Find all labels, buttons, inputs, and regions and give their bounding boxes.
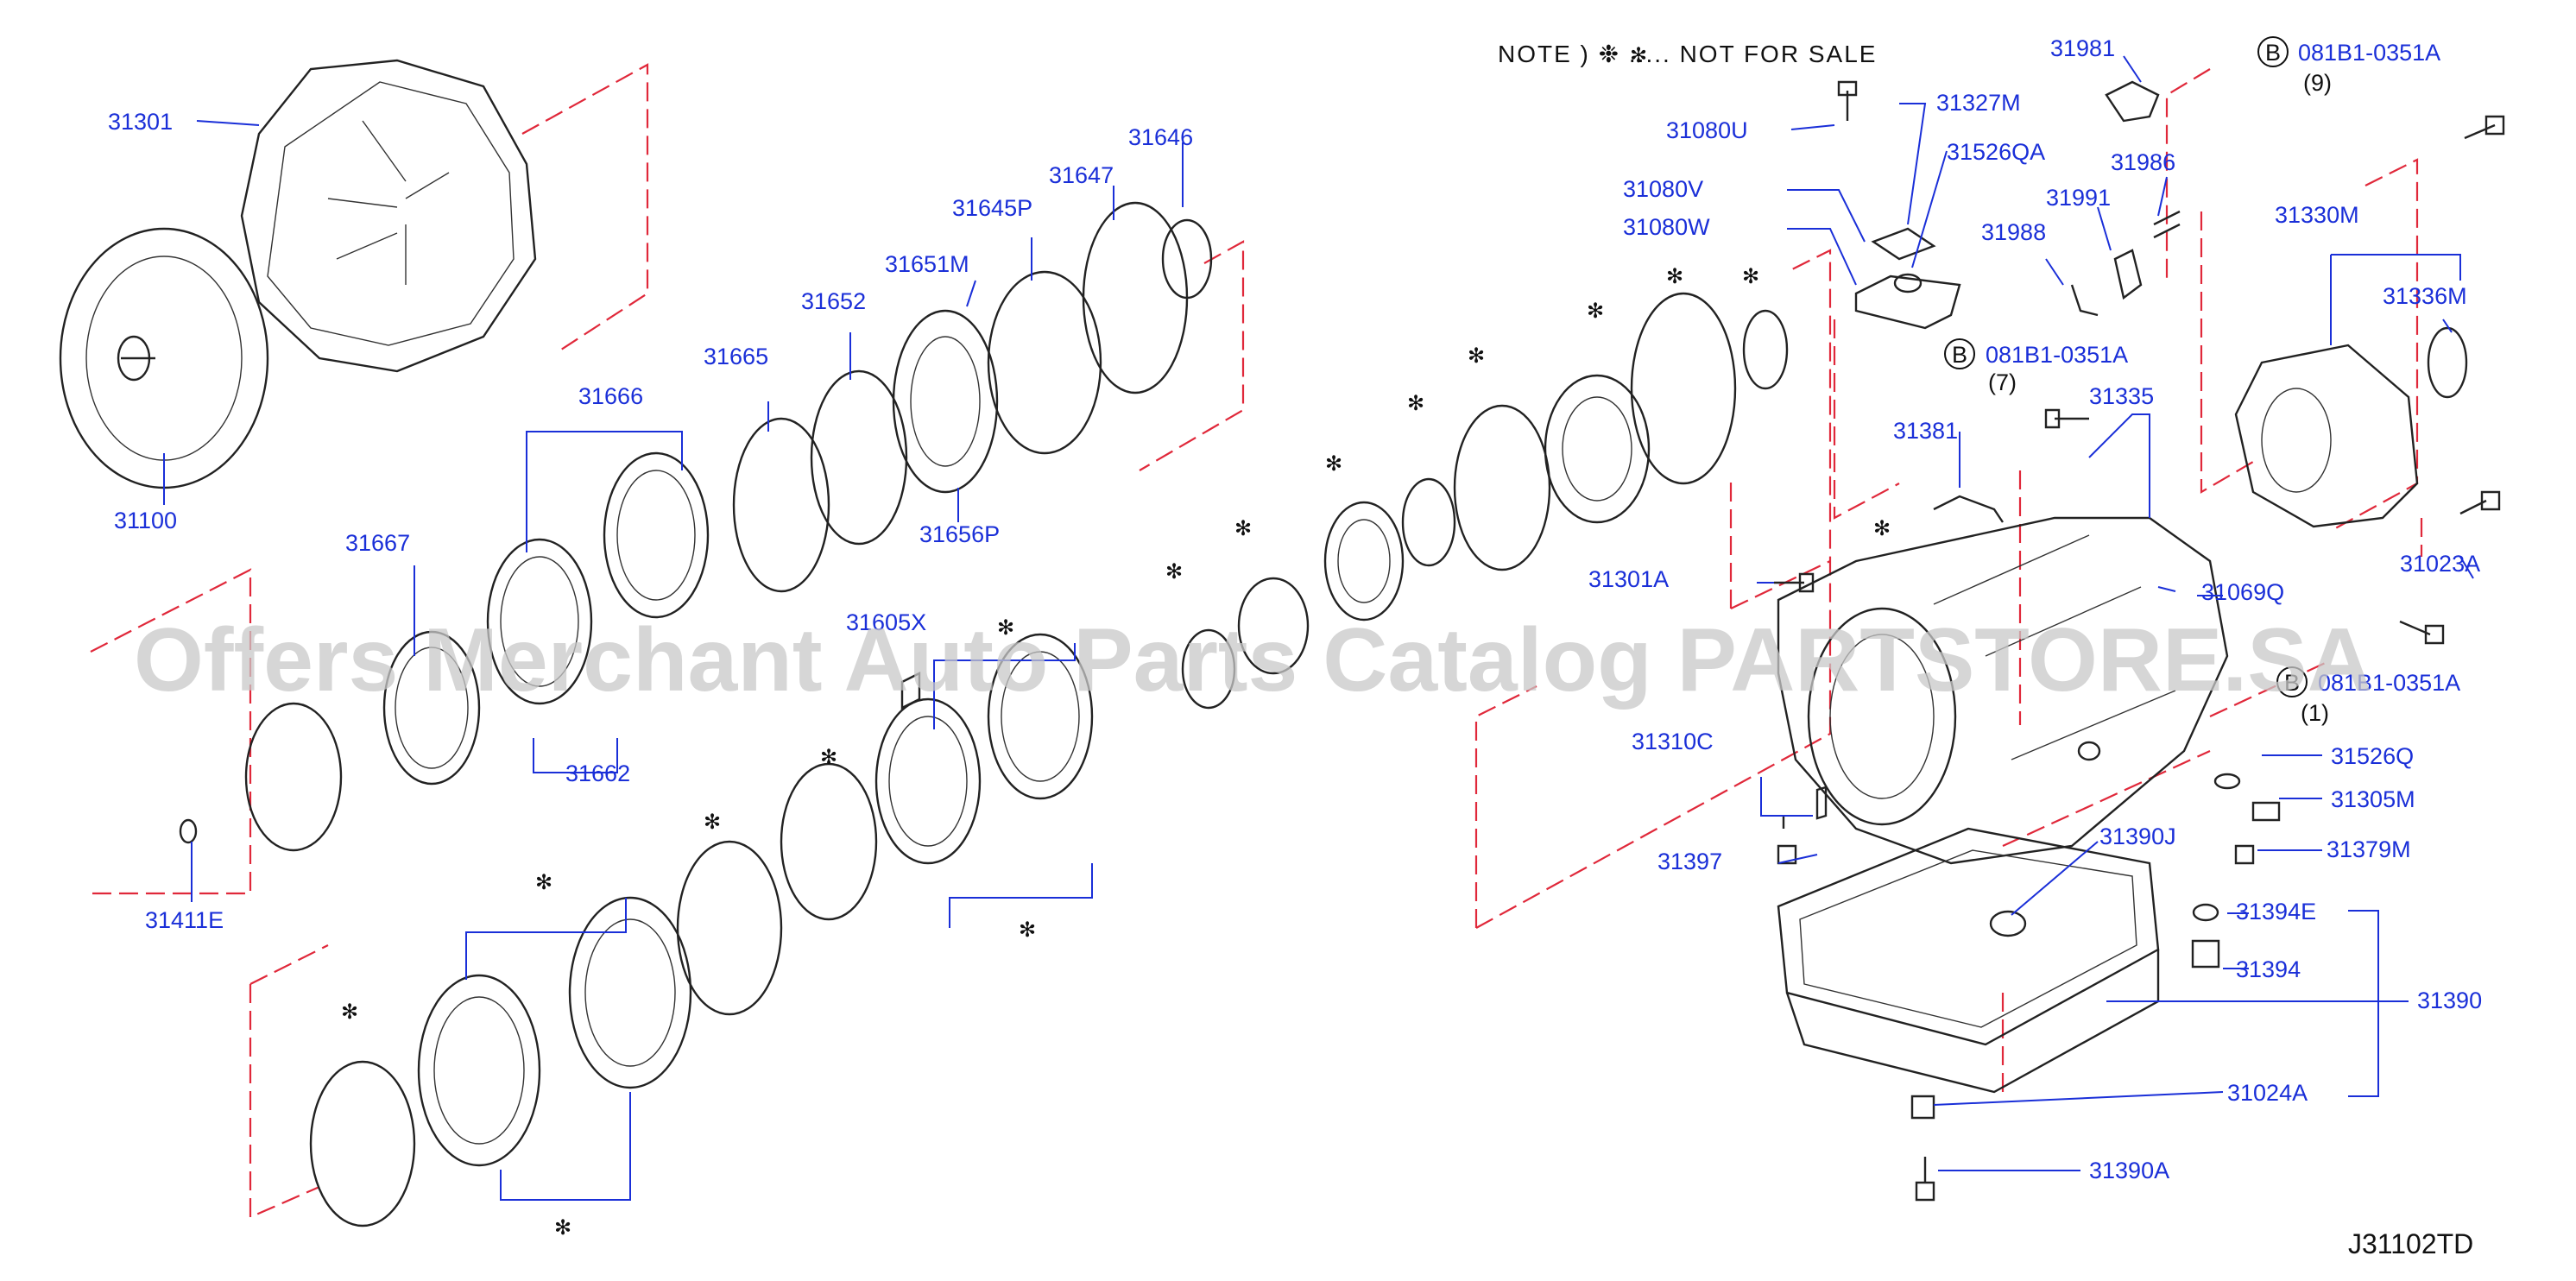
label-31390a[interactable]: 31390A bbox=[2089, 1158, 2169, 1183]
watermark-text: Offers Merchant Auto Parts Catalog PARTS… bbox=[134, 610, 2372, 710]
label-31665[interactable]: 31665 bbox=[704, 344, 768, 369]
star-icon: ✻ bbox=[1630, 43, 1647, 67]
star-icon: ✻ bbox=[1407, 391, 1424, 415]
label-31301a[interactable]: 31301A bbox=[1588, 566, 1669, 592]
label-31327m[interactable]: 31327M bbox=[1936, 90, 2021, 116]
label-31394[interactable]: 31394 bbox=[2236, 956, 2301, 982]
label-31988[interactable]: 31988 bbox=[1981, 219, 2046, 245]
star-icon: ✻ bbox=[1587, 299, 1604, 323]
label-31310c[interactable]: 31310C bbox=[1632, 729, 1714, 754]
label-31411e[interactable]: 31411E bbox=[145, 907, 224, 933]
part-transmission-case bbox=[1777, 516, 2229, 865]
star-icon: ✻ bbox=[1325, 451, 1342, 476]
b-circle-icon bbox=[2276, 666, 2308, 697]
label-31023a[interactable]: 31023A bbox=[2400, 551, 2480, 577]
b-circle-icon bbox=[2257, 36, 2289, 67]
star-icon: ✻ bbox=[704, 810, 721, 834]
part-snap-rings bbox=[179, 201, 1213, 852]
label-31397[interactable]: 31397 bbox=[1657, 849, 1722, 874]
label-31656p[interactable]: 31656P bbox=[919, 521, 1000, 547]
leader-lines bbox=[163, 55, 2474, 1201]
bolt-ref-3[interactable]: B 081B1-0351A (1) bbox=[2276, 666, 2460, 726]
part-extension-housing bbox=[2234, 326, 2468, 528]
label-31305m[interactable]: 31305M bbox=[2331, 786, 2415, 812]
label-31991[interactable]: 31991 bbox=[2046, 185, 2111, 211]
label-31986[interactable]: 31986 bbox=[2111, 149, 2175, 175]
star-icon: ✻ bbox=[535, 870, 552, 894]
part-clutch-pack-middle bbox=[780, 628, 1236, 921]
bolt-ref-1-code: 081B1-0351A bbox=[2298, 40, 2440, 66]
part-oil-pan bbox=[1777, 827, 2160, 1094]
bolt-ref-1-qty: (9) bbox=[2303, 70, 2332, 96]
star-icon: ✻ bbox=[554, 1215, 571, 1240]
label-31379m[interactable]: 31379M bbox=[2327, 836, 2411, 862]
label-31024a[interactable]: 31024A bbox=[2227, 1080, 2308, 1106]
star-icon: ✻ bbox=[997, 615, 1014, 640]
star-icon: ✻ bbox=[1234, 516, 1252, 540]
label-31646[interactable]: 31646 bbox=[1128, 124, 1193, 150]
bolt-icons bbox=[1774, 80, 2505, 645]
label-31100[interactable]: 31100 bbox=[114, 508, 177, 533]
label-31526q[interactable]: 31526Q bbox=[2331, 743, 2414, 769]
label-31381[interactable]: 31381 bbox=[1893, 418, 1958, 444]
bolt-ref-2-circle: B bbox=[1952, 342, 1967, 368]
label-31301[interactable]: 31301 bbox=[108, 109, 173, 135]
label-31652[interactable]: 31652 bbox=[801, 288, 866, 314]
bolt-ref-2-qty: (7) bbox=[1988, 369, 2017, 395]
label-31651m[interactable]: 31651M bbox=[885, 251, 969, 277]
label-31390[interactable]: 31390 bbox=[2417, 988, 2482, 1013]
label-31662[interactable]: 31662 bbox=[565, 760, 630, 786]
label-31080u[interactable]: 31080U bbox=[1666, 117, 1748, 143]
part-small-fittings bbox=[1777, 80, 2281, 1202]
label-31390j[interactable]: 31390J bbox=[2099, 824, 2176, 849]
label-31080v[interactable]: 31080V bbox=[1623, 176, 1703, 202]
bolt-ref-2-code: 081B1-0351A bbox=[1986, 342, 2128, 368]
bolt-ref-3-qty: (1) bbox=[2301, 700, 2329, 726]
label-31981[interactable]: 31981 bbox=[2050, 35, 2115, 61]
bolt-ref-1-circle: B bbox=[2265, 40, 2281, 66]
part-torque-converter bbox=[59, 227, 269, 489]
label-31526qa[interactable]: 31526QA bbox=[1947, 139, 2045, 165]
note-not-for-sale: NOTE ) ❉ ..... NOT FOR SALE bbox=[1498, 41, 1877, 67]
star-icon: ✻ bbox=[1873, 516, 1891, 540]
not-for-sale-markers: ✻ ✻ ✻ ✻ ✻ ✻ ✻ ✻ ✻ ✻ ✻ ✻ ✻ ✻ ✻ ✻ ✻ bbox=[341, 43, 1891, 1240]
label-31336m[interactable]: 31336M bbox=[2383, 283, 2467, 309]
b-circle-icon bbox=[1944, 338, 1975, 369]
star-icon: ✻ bbox=[820, 745, 837, 769]
star-icon: ✻ bbox=[1666, 264, 1683, 288]
star-icon: ✻ bbox=[1019, 918, 1036, 942]
assembly-guide-lines bbox=[90, 63, 2423, 1219]
part-clutch-pack-upper bbox=[382, 451, 710, 786]
label-31645p[interactable]: 31645P bbox=[952, 195, 1032, 221]
label-31647[interactable]: 31647 bbox=[1049, 162, 1114, 188]
star-icon: ✻ bbox=[1468, 344, 1485, 368]
label-31330m[interactable]: 31330M bbox=[2275, 202, 2359, 228]
part-clutch-pack-lower bbox=[309, 840, 783, 1227]
label-31605x[interactable]: 31605X bbox=[846, 609, 926, 635]
star-icon: ✻ bbox=[1165, 559, 1183, 584]
bolt-ref-1[interactable]: B 081B1-0351A (9) bbox=[2257, 36, 2440, 96]
bolt-ref-2[interactable]: B 081B1-0351A (7) bbox=[1944, 338, 2128, 395]
part-labels: 31301 31100 31666 31665 31652 31651M 316… bbox=[108, 35, 2482, 1183]
part-drums-and-bearings bbox=[1237, 292, 1789, 675]
label-31069q[interactable]: 31069Q bbox=[2201, 579, 2284, 605]
part-converter-housing bbox=[240, 59, 537, 373]
bolt-ref-3-circle: B bbox=[2284, 670, 2300, 696]
label-31666[interactable]: 31666 bbox=[578, 383, 643, 409]
star-icon: ✻ bbox=[1742, 264, 1759, 288]
label-31394e[interactable]: 31394E bbox=[2236, 899, 2316, 924]
bolt-ref-3-code: 081B1-0351A bbox=[2318, 670, 2460, 696]
star-icon: ✻ bbox=[341, 1000, 358, 1024]
label-31667[interactable]: 31667 bbox=[345, 530, 410, 556]
label-31335[interactable]: 31335 bbox=[2089, 383, 2154, 409]
label-31080w[interactable]: 31080W bbox=[1623, 214, 1710, 240]
diagram-code: J31102TD bbox=[2348, 1228, 2473, 1259]
